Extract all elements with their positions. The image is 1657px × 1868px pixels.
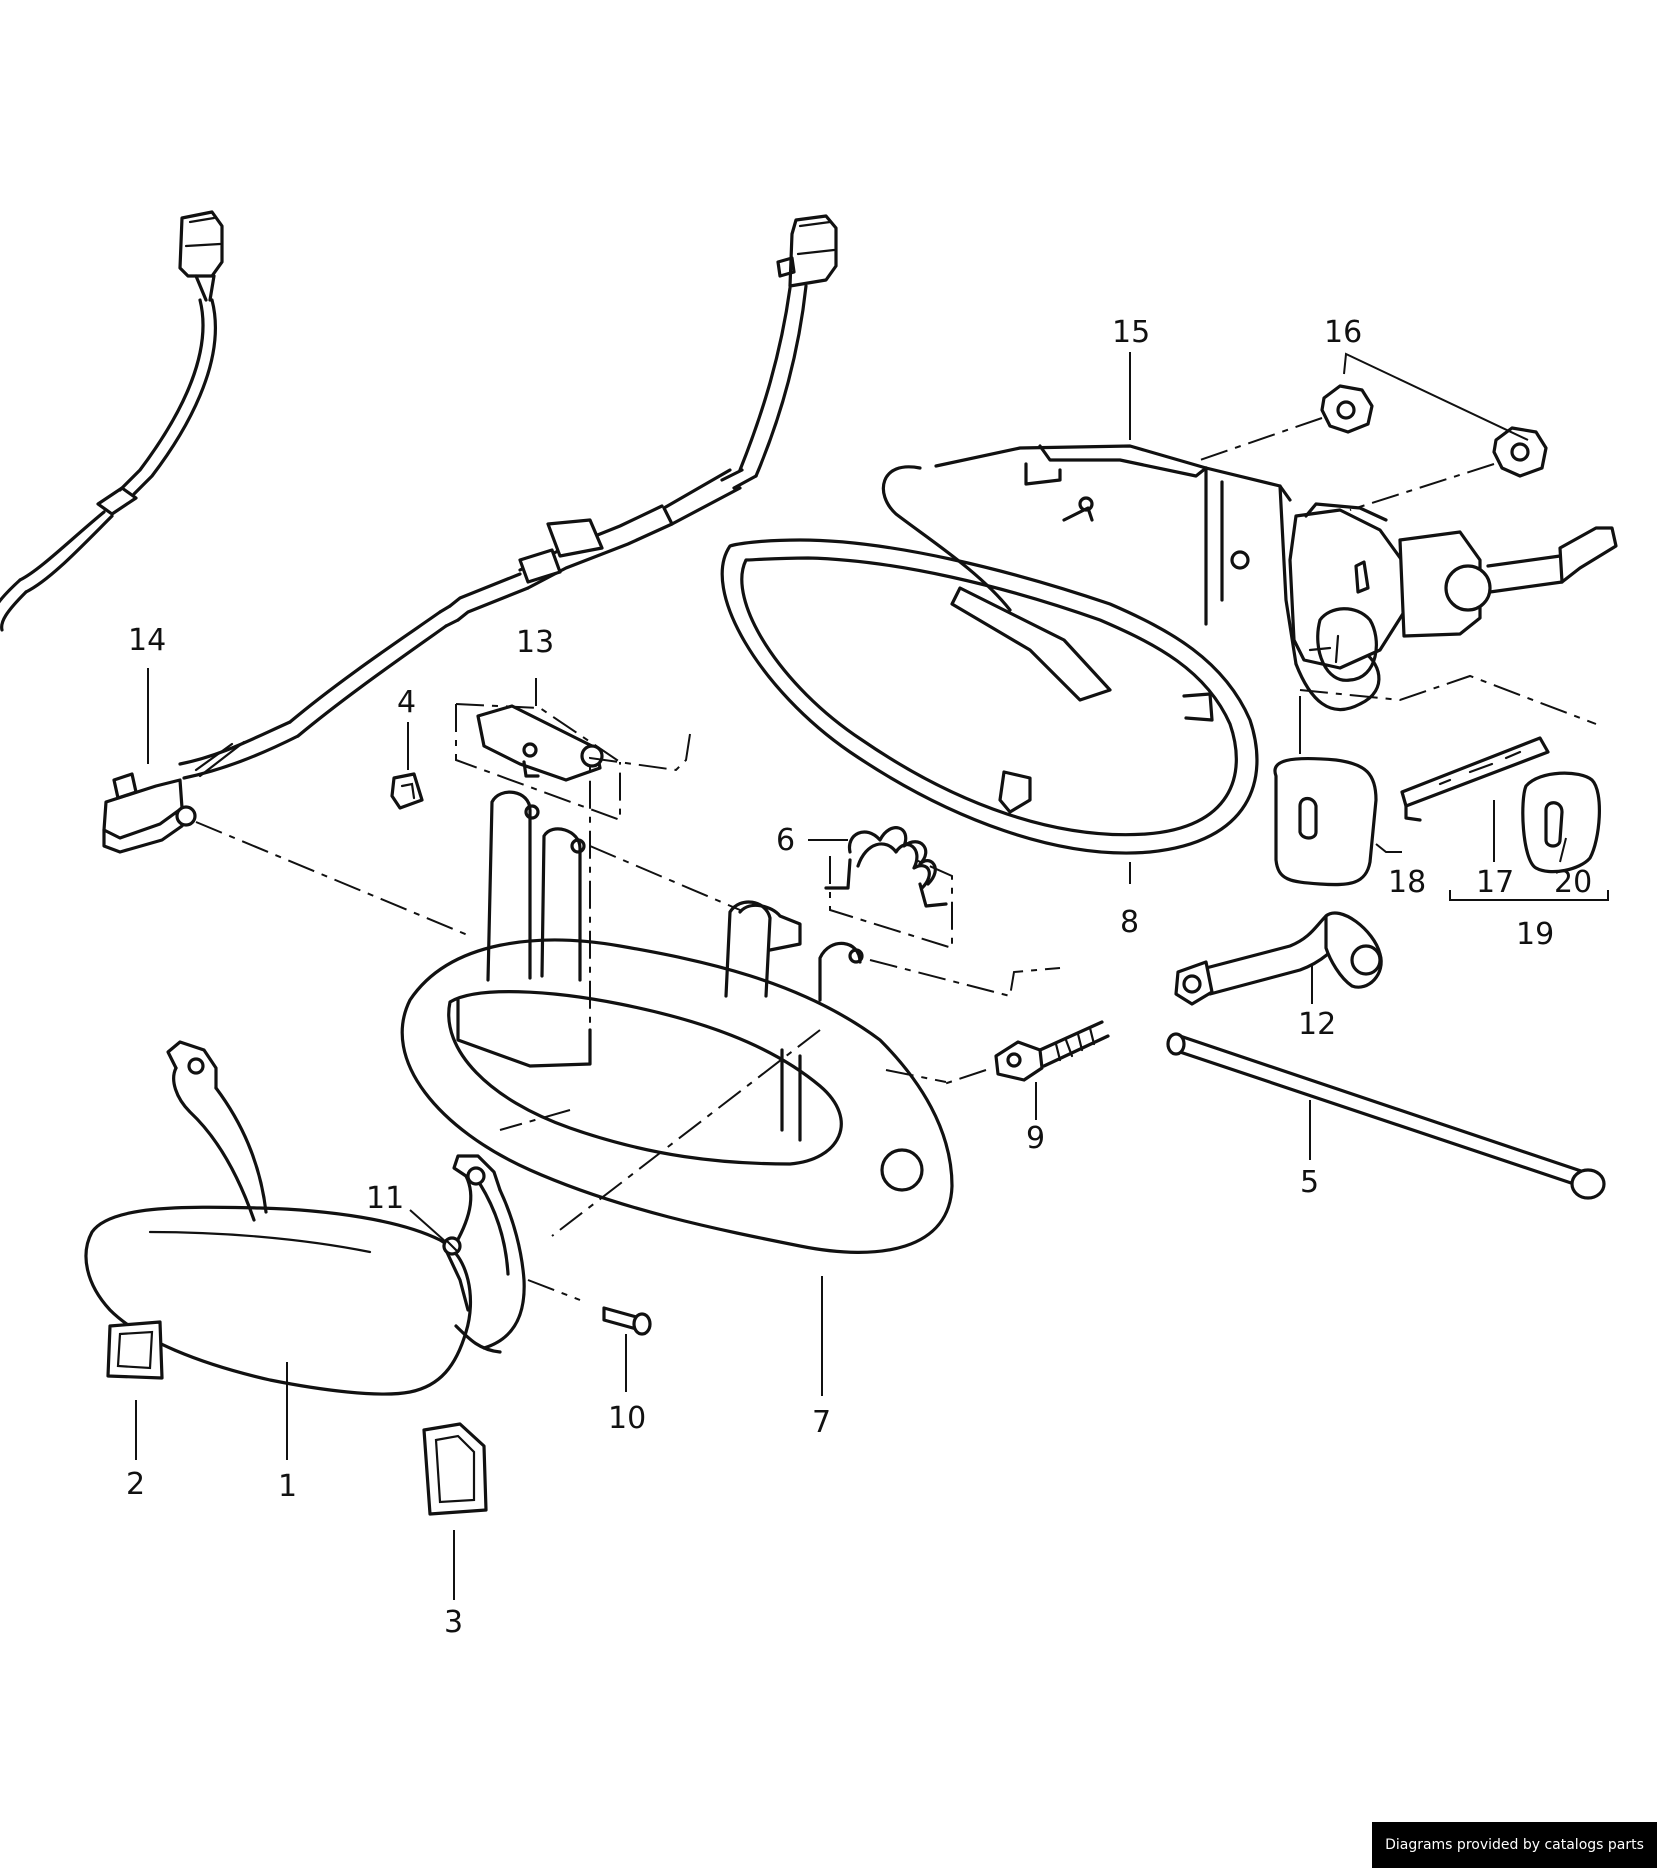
callout-12: 12 (1298, 1007, 1336, 1042)
callout-2: 2 (126, 1467, 145, 1502)
part-14-wiring-harness (0, 210, 224, 632)
part-3-gasket (422, 1422, 488, 1516)
part-11-clip (442, 1236, 462, 1256)
callout-10: 10 (608, 1401, 646, 1436)
part-2-gasket (106, 1320, 164, 1380)
part-10-pin (602, 1306, 652, 1336)
callout-9: 9 (1026, 1121, 1045, 1156)
callout-labels: 1 2 3 4 5 6 7 8 9 10 11 12 13 14 15 16 1… (126, 315, 1592, 1640)
callout-13: 13 (516, 625, 554, 660)
callout-8: 8 (1120, 905, 1139, 940)
credit-banner: Diagrams provided by catalogs parts (1372, 1822, 1657, 1868)
callout-3: 3 (444, 1605, 463, 1640)
part-4-clip (390, 772, 424, 810)
part-18-key-head (1273, 756, 1378, 887)
callout-1: 1 (278, 1469, 297, 1504)
part-13-switch (455, 703, 621, 822)
part-17-key-blade (1400, 736, 1550, 822)
callout-18: 18 (1388, 865, 1426, 900)
part-5-rod (1166, 1032, 1606, 1200)
part-6-spring (824, 826, 953, 950)
part-16-nuts (1199, 352, 1548, 511)
callout-15: 15 (1112, 315, 1150, 350)
callout-16: 16 (1324, 315, 1362, 350)
callout-20: 20 (1554, 865, 1592, 900)
part-20-key-head (1521, 771, 1601, 874)
callout-14: 14 (128, 623, 166, 658)
callout-5: 5 (1300, 1165, 1319, 1200)
part-7-handle-frame (400, 733, 1061, 1254)
callout-7: 7 (812, 1405, 831, 1440)
part-14-cable-run (102, 214, 838, 937)
part-12-rod-elbow (1174, 911, 1383, 1006)
leader-lines (135, 352, 1609, 1600)
part-9-screw (943, 1020, 1110, 1085)
callout-17: 17 (1476, 865, 1514, 900)
part-8-gasket (720, 538, 1259, 855)
part-15-lock-housing (881, 444, 1618, 725)
callout-6: 6 (776, 823, 795, 858)
callout-19: 19 (1516, 917, 1554, 952)
callout-4: 4 (397, 685, 416, 720)
callout-11: 11 (366, 1181, 404, 1216)
